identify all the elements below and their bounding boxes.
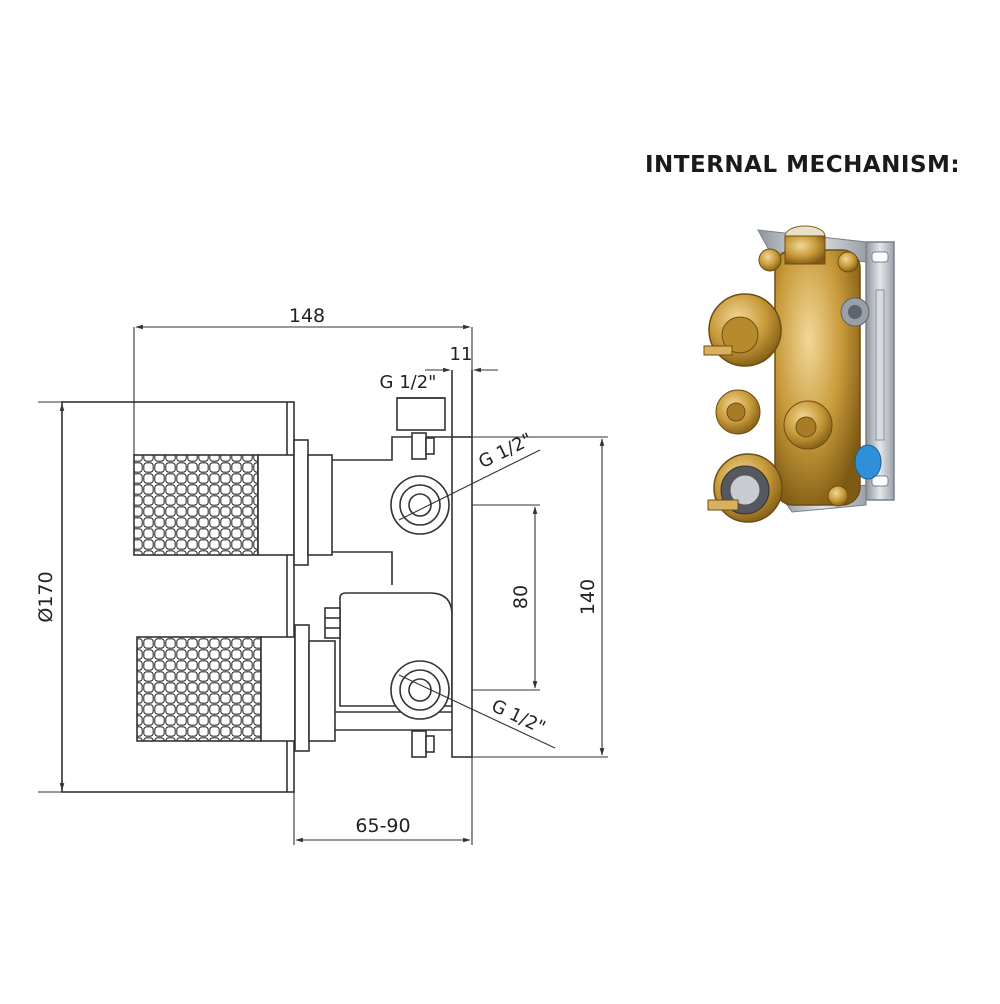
dim-inlet-spacing: 80 xyxy=(510,585,532,609)
dim-installation-depth: 65-90 xyxy=(355,815,410,837)
valve-body xyxy=(324,397,453,758)
dim-overall-depth: 148 xyxy=(289,305,325,327)
lower-connection-port xyxy=(390,660,450,720)
label-upper-right-connection: G 1/2" xyxy=(475,429,535,473)
label-lower-right-connection: G 1/2" xyxy=(488,695,548,738)
dimension-lines xyxy=(38,324,608,845)
internal-mechanism-image xyxy=(703,225,895,523)
lower-handle xyxy=(136,624,336,752)
label-top-connection: G 1/2" xyxy=(380,372,437,393)
upper-handle xyxy=(133,439,333,566)
section-title: INTERNAL MECHANISM: xyxy=(645,152,961,178)
dim-box-height: 140 xyxy=(577,579,599,615)
upper-connection-port xyxy=(390,475,450,535)
mounting-bracket xyxy=(451,370,473,758)
dim-plate-diameter: Ø170 xyxy=(35,571,57,622)
dim-plate-thickness: 11 xyxy=(450,344,473,365)
